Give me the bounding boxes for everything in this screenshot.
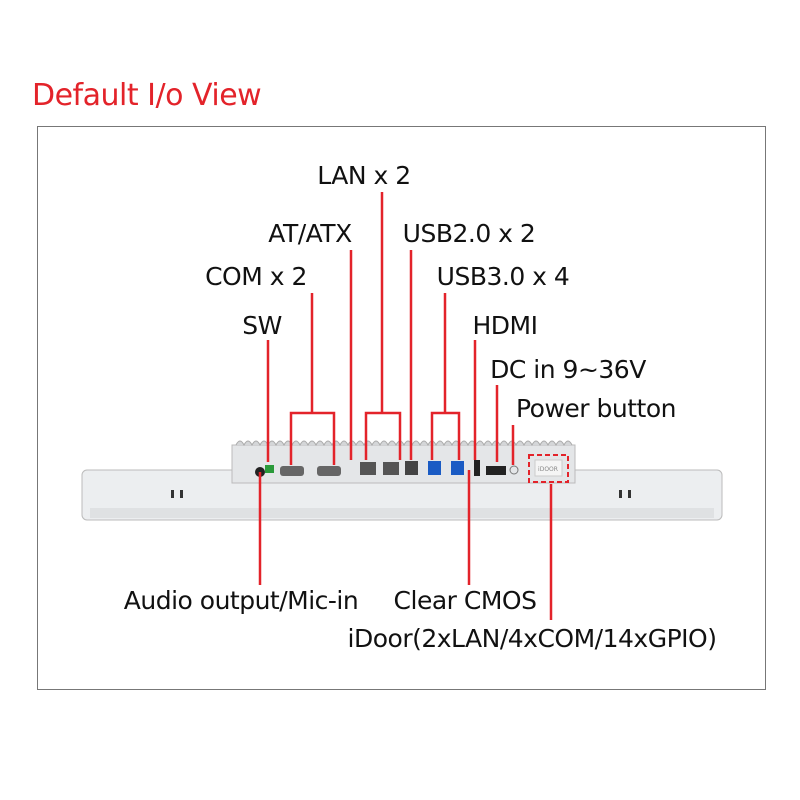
leader-lines <box>258 192 553 620</box>
idoor-port-label: iDOOR <box>538 466 558 473</box>
label-at-atx: AT/ATX <box>268 219 352 248</box>
label-dc-in: DC in 9~36V <box>490 355 646 384</box>
diagram-frame <box>37 126 766 690</box>
label-idoor: iDoor(2xLAN/4xCOM/14xGPIO) <box>348 624 717 653</box>
label-power-button: Power button <box>516 394 676 423</box>
label-lan: LAN x 2 <box>317 161 410 190</box>
label-usb2: USB2.0 x 2 <box>403 219 536 248</box>
label-audio: Audio output/Mic-in <box>124 586 358 615</box>
label-clear-cmos: Clear CMOS <box>394 586 537 615</box>
label-com: COM x 2 <box>205 262 307 291</box>
idoor-highlight <box>528 454 569 483</box>
device-illustration: iDOOR <box>81 440 723 521</box>
label-usb3: USB3.0 x 4 <box>437 262 570 291</box>
label-hdmi: HDMI <box>473 311 538 340</box>
label-sw: SW <box>242 311 282 340</box>
page-title: Default I/o View <box>32 78 262 113</box>
